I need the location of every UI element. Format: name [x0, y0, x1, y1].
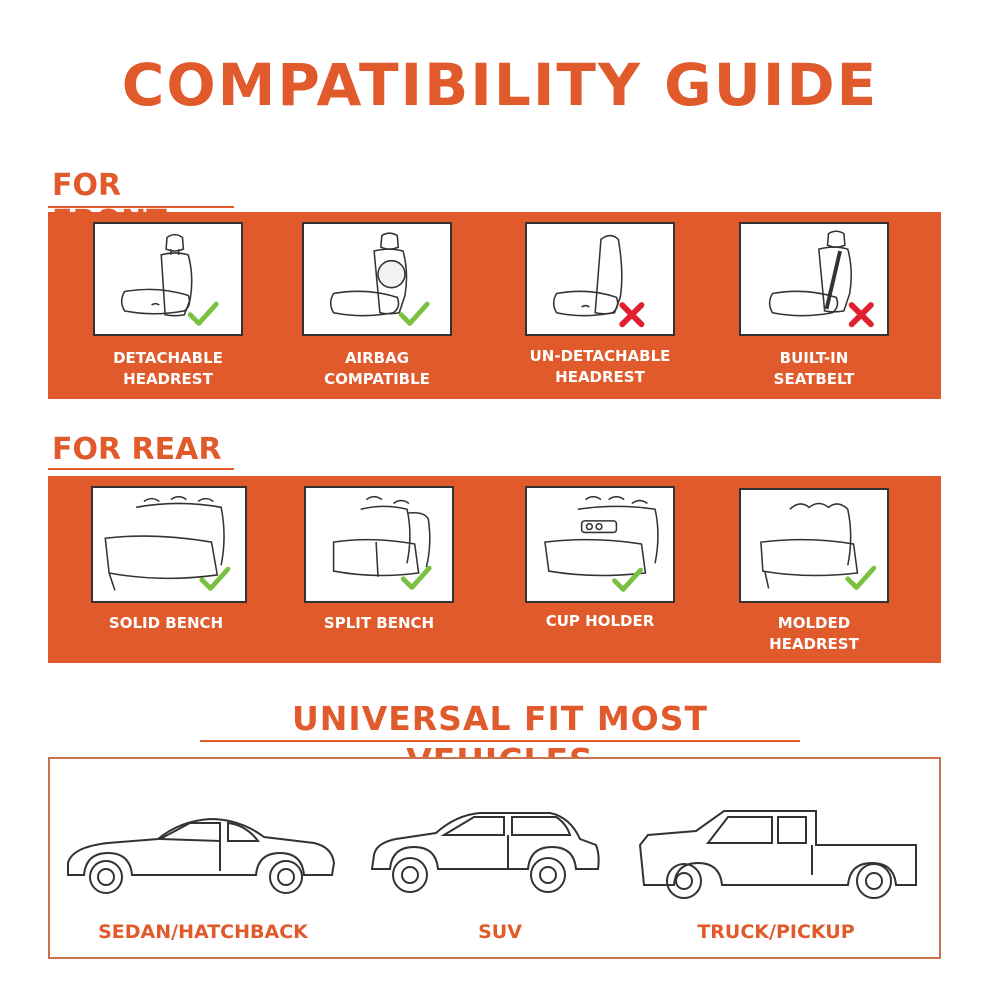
label-line-1: DETACHABLE — [113, 349, 223, 367]
truck-vehicle — [636, 805, 920, 905]
sedan-label: SEDAN/HATCHBACK — [98, 921, 308, 943]
vehicle-box — [48, 757, 941, 959]
label-line-1: CUP HOLDER — [545, 612, 655, 630]
label-line-1: AIRBAG — [344, 349, 410, 367]
front-card-builtin-seatbelt-label: BUILT-IN SEATBELT — [714, 348, 914, 390]
molded-headrest-seat-icon — [760, 502, 877, 590]
front-card-airbag-compatible — [302, 222, 452, 336]
undetachable-headrest-seat-icon — [552, 234, 645, 328]
label-line-2: COMPATIBLE — [324, 370, 430, 388]
front-card-airbag-compatible-label: AIRBAG COMPATIBLE — [277, 348, 477, 390]
universal-fit-title: UNIVERSAL FIT MOST VEHICLES — [200, 698, 800, 780]
label-line-1: SOLID BENCH — [108, 614, 224, 632]
check-icon — [199, 566, 231, 591]
suv-icon — [370, 812, 600, 893]
label-line-1: UN-DETACHABLE — [529, 347, 671, 365]
front-section-label: FOR FRONT — [48, 168, 234, 239]
rear-card-solid-bench — [91, 486, 247, 603]
builtin-seatbelt-seat-icon — [768, 230, 874, 328]
front-card-builtin-seatbelt — [739, 222, 889, 336]
truck-icon — [638, 810, 917, 899]
split-bench-seat-icon — [332, 495, 432, 590]
check-icon — [400, 565, 432, 590]
rear-card-molded-headrest — [739, 488, 889, 603]
suv-vehicle — [370, 805, 602, 905]
label-line-2: HEADREST — [123, 370, 213, 388]
label-line-1: MOLDED — [777, 614, 851, 632]
label-line-2: SEATBELT — [773, 370, 855, 388]
label-line-2: HEADREST — [555, 368, 645, 386]
front-card-detachable-headrest — [93, 222, 243, 336]
rear-card-cup-holder-label: CUP HOLDER — [500, 611, 700, 632]
label-line-1: SPLIT BENCH — [323, 614, 435, 632]
rear-section-label: FOR REAR — [48, 432, 234, 470]
front-card-detachable-headrest-label: DETACHABLE HEADREST — [68, 348, 268, 390]
check-icon — [845, 565, 877, 590]
sedan-vehicle — [60, 805, 338, 905]
front-card-undetachable-headrest-label: UN-DETACHABLE HEADREST — [500, 346, 700, 388]
check-icon — [398, 301, 430, 326]
page-title: COMPATIBILITY GUIDE — [121, 51, 879, 119]
detachable-headrest-seat-icon — [120, 233, 219, 326]
solid-bench-seat-icon — [104, 495, 231, 591]
front-card-undetachable-headrest — [525, 222, 675, 336]
check-icon — [187, 301, 219, 326]
cross-icon — [848, 302, 874, 328]
rear-card-split-bench-label: SPLIT BENCH — [279, 613, 479, 634]
rear-card-solid-bench-label: SOLID BENCH — [66, 613, 266, 634]
sedan-icon — [67, 817, 336, 894]
truck-label: TRUCK/PICKUP — [697, 921, 855, 943]
rear-card-split-bench — [304, 486, 454, 603]
label-line-1: BUILT-IN — [779, 349, 849, 367]
rear-card-molded-headrest-label: MOLDED HEADREST — [714, 613, 914, 655]
cup-holder-seat-icon — [544, 495, 659, 592]
label-line-2: HEADREST — [769, 635, 859, 653]
check-icon — [612, 567, 643, 592]
suv-label: SUV — [478, 921, 522, 943]
airbag-seat-icon — [329, 232, 430, 326]
cross-icon — [619, 302, 645, 328]
rear-card-cup-holder — [525, 486, 675, 603]
